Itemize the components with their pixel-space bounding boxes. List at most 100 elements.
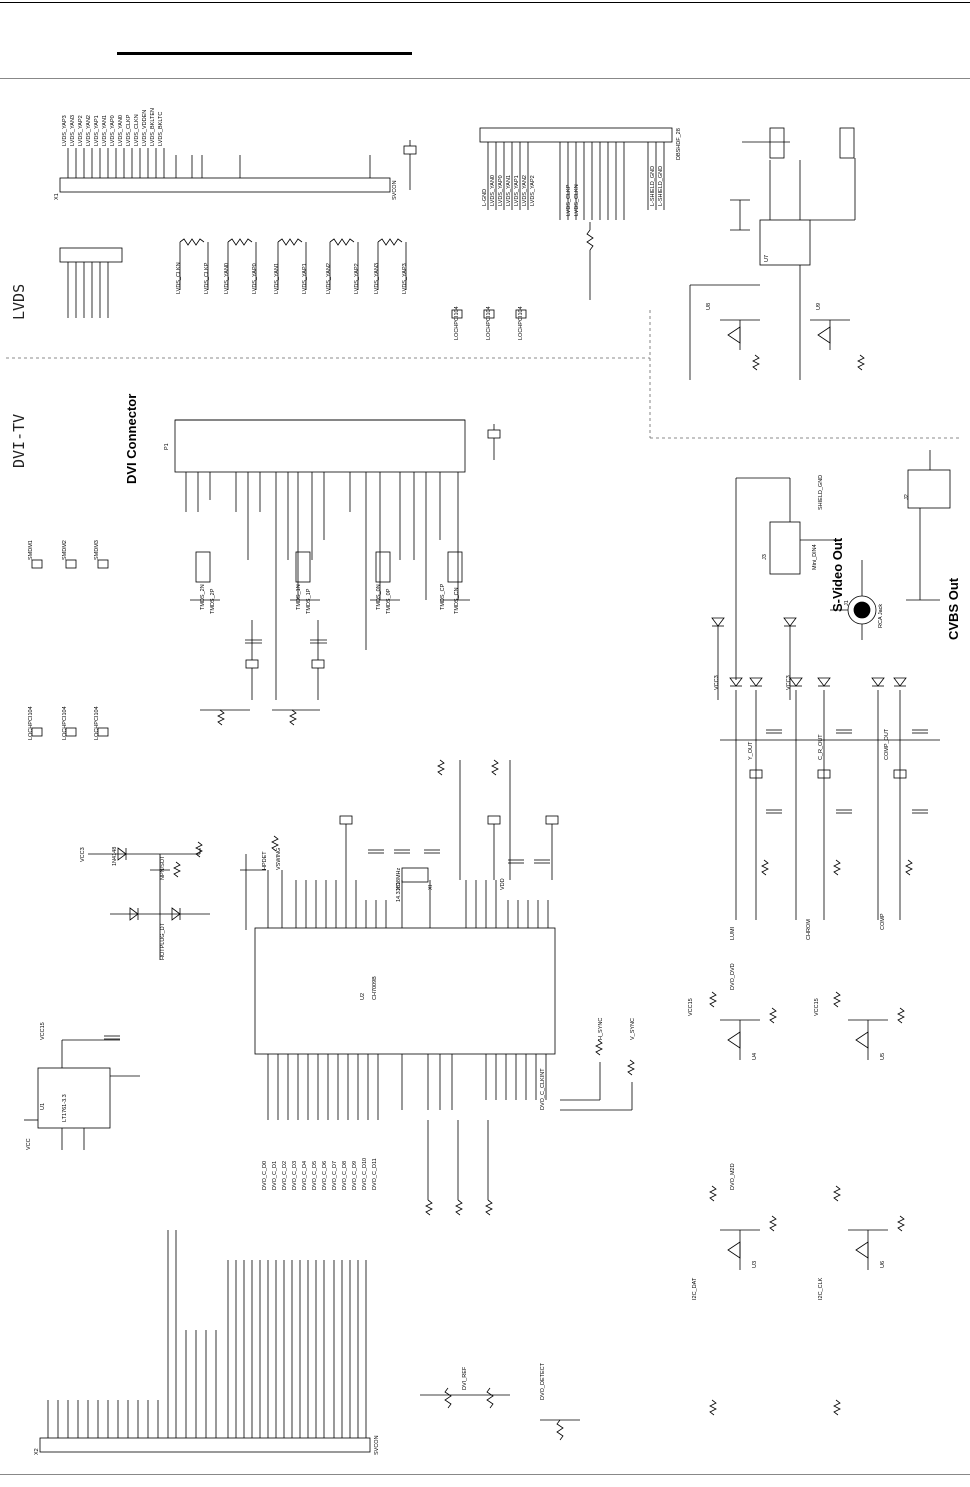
misc-label: DVO_C_CLKINT — [540, 1068, 546, 1110]
j-lvds-jumper-1 — [769, 127, 785, 159]
power-net-label: VCC3 — [80, 847, 86, 862]
misc-label: NPN/SOT — [160, 855, 166, 880]
j1-rca-jack-inner — [853, 601, 871, 619]
dvi-termination-r10 — [447, 551, 463, 583]
tmds-net-label: TMDS_CP — [440, 583, 446, 610]
label-mini-din: Mini_DIN4 — [812, 544, 818, 570]
j-lvds-jumper-2 — [839, 127, 855, 159]
video-net-label: LUMI — [730, 926, 736, 940]
lvds-conn-net-label: LVDS_YAP0 — [498, 175, 504, 206]
label-cbshdf: DBSHDF_28 — [676, 128, 682, 160]
tmds-net-label: TMDS_0P — [386, 588, 392, 614]
ch7-bottom-pins — [267, 1054, 547, 1120]
ferrite-l4 — [487, 429, 501, 439]
tmds-net-label: TMDS_CN — [454, 587, 460, 614]
video-net-label: COMP_OUT — [884, 728, 890, 760]
misc-label: DVI_REF — [462, 1366, 468, 1390]
label-x-bottom: X2 — [34, 1448, 40, 1455]
ch7-dvo-net: DVO_C_D8 — [342, 1160, 348, 1190]
x1-top-connector-body — [59, 177, 391, 193]
u1-lt1761-body — [37, 1067, 111, 1129]
lvds-resistor-net: LVDS_YAN1 — [274, 263, 280, 294]
u7-si4925-body — [759, 219, 811, 266]
ch7-dvo-net: DVO_C_D7 — [332, 1160, 338, 1190]
lvds-net-label: LVDS_BKLTC — [158, 111, 164, 146]
lvds-net-label: LVDS_YAP2 — [78, 115, 84, 146]
label-u5: U5 — [880, 1052, 886, 1060]
lvds-resistor-net: LVDS_CLKN — [176, 262, 182, 294]
misc-label: LOCHPCI104 — [28, 706, 34, 740]
dvi-pin-lines — [185, 472, 459, 700]
lvds-net-label: LVDS_YAN0 — [118, 115, 124, 146]
label-u6: U6 — [880, 1260, 886, 1268]
lvds-conn-net-label: LVDS_YAP2 — [530, 175, 536, 206]
misc-label: DVO_M2D — [730, 1163, 736, 1190]
top-border-line — [0, 2, 970, 3]
lvds-resistor-net: LVDS_YAN3 — [374, 263, 380, 294]
misc-label: DVO_DETECT — [540, 1363, 546, 1400]
x-bottom-svcon-body — [39, 1437, 371, 1453]
misc-label: SMDM1 — [28, 540, 34, 560]
tmds-net-label: TMDS_1N — [296, 584, 302, 610]
p1-dvi-connector-body — [174, 419, 466, 473]
lvds-resistor-ladder — [179, 238, 407, 290]
tp-lvds-3 — [515, 309, 527, 319]
tp-loch-3 — [97, 727, 109, 737]
dvi-termination-r8 — [375, 551, 391, 583]
power-net-label: VCC — [26, 1138, 32, 1150]
label-ch7009b: CH7009B — [372, 976, 378, 1000]
lvds-conn-net-label: LVDS_YAN0 — [490, 175, 496, 206]
label-u9: U9 — [816, 302, 822, 310]
ferrite-l11 — [403, 145, 417, 155]
label-rca-jack: RCA Jack — [878, 603, 884, 628]
label-svcon-bottom: SVCON — [374, 1435, 380, 1455]
lvds-resistor-net: LVDS_CLKP — [204, 262, 210, 294]
ch7-dvo-net: DVO_C_D9 — [352, 1160, 358, 1190]
tp-smdm2 — [65, 559, 77, 569]
misc-label: 14.31818MHz — [396, 867, 402, 902]
lvds-conn-net-label: L-SHIELD_GND — [650, 165, 656, 206]
video-filter-network — [711, 617, 940, 920]
lvds-net-label: LVDS_BKLTEN — [150, 107, 156, 146]
video-net-label: Y_OUT — [748, 741, 754, 760]
lvds-net-label: LVDS_YAN2 — [86, 115, 92, 146]
tmds-net-label: TMDS_2P — [210, 588, 216, 614]
j2-shield-header — [907, 469, 951, 509]
label-u2: U2 — [360, 992, 366, 1000]
ferrite-l3 — [339, 815, 353, 825]
lvds-resistor-net: LVDS_YAN0 — [224, 263, 230, 294]
misc-label: LOCHPCI104 — [486, 306, 492, 340]
label-j3: J3 — [762, 554, 768, 560]
ch7-dvo-net: DVO_C_D1 — [272, 1160, 278, 1190]
ch7-dvo-net: DVO_C_D3 — [292, 1160, 298, 1190]
video-net-label: CHROM — [806, 919, 812, 940]
i2c-level-shifters — [709, 991, 905, 1416]
x-bottom-pins — [47, 1230, 367, 1438]
lvds-resistor-net: LVDS_YAP1 — [302, 263, 308, 294]
ch7-dvo-net: DVO_C_D0 — [262, 1160, 268, 1190]
ferrite-l5 — [487, 815, 501, 825]
lvds-resistor-net: LVDS_YAN2 — [326, 263, 332, 294]
misc-label: I2C_DAT — [692, 1277, 698, 1300]
lvds-conn-net-label: LVDS_YAP1 — [514, 175, 520, 206]
tmds-net-label: TMDS_2N — [200, 584, 206, 610]
ch7-dvo-net: DVO_C_D2 — [282, 1160, 288, 1190]
j3-mini-din-body — [769, 521, 801, 575]
power-net-label: VCC15 — [40, 1022, 46, 1040]
ch7-dvo-net: DVO_C_D10 — [362, 1157, 368, 1190]
label-u3: U3 — [752, 1260, 758, 1268]
lvds-conn-net-label: L-SHIELD_GND — [658, 165, 664, 206]
ch7-pin-label: VSWING — [276, 847, 282, 870]
ch7-dvo-net: DVO_C_D11 — [372, 1158, 378, 1190]
lvds-conn-net-label: LVDS_CLKP — [566, 184, 572, 216]
header-title-line — [117, 52, 412, 55]
misc-label: I2C_CLK — [818, 1277, 824, 1300]
label-u8: U8 — [706, 302, 712, 310]
tp-loch-1 — [31, 727, 43, 737]
lvds-net-label: LVDS_YAN3 — [70, 115, 76, 146]
lvds-conn-net-label: LVDS_CLKN — [574, 184, 580, 216]
tp-lvds-2 — [483, 309, 495, 319]
label-lt1761: LT1761-3.3 — [62, 1094, 68, 1122]
misc-label: LOCHPCI104 — [518, 306, 524, 340]
